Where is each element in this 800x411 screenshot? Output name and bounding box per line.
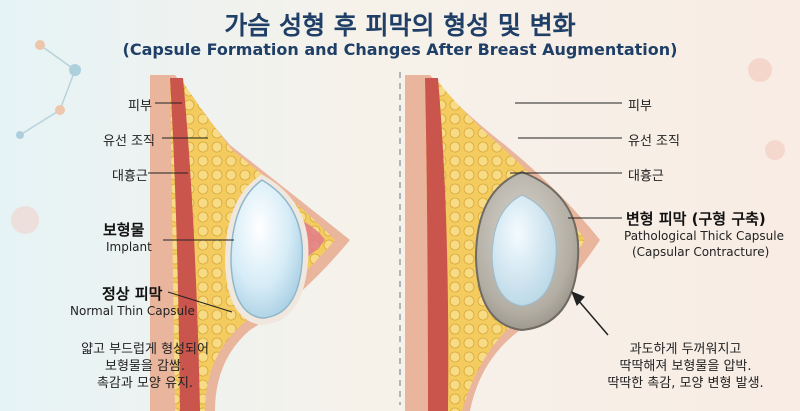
right-label-gland: 유선 조직 (628, 134, 680, 149)
right-note-line-1: 과도하게 두꺼워지고 (629, 342, 742, 357)
left-label-skin: 피부 (128, 99, 152, 114)
right-note: 과도하게 두꺼워지고 딱딱해져 보형물을 압박. 딱딱한 촉감, 모양 변형 발… (578, 341, 793, 392)
left-label-capsule-ko: 정상 피막 (102, 285, 163, 303)
left-note-line-2: 보형물을 감쌈. (104, 359, 186, 374)
left-note: 얇고 부드럽게 형성되어 보형물을 감쌈. 촉감과 모양 유지. (40, 341, 250, 392)
page-title: 가슴 성형 후 피막의 형성 및 변화 (224, 11, 576, 40)
left-label-implant-en: Implant (106, 240, 152, 254)
left-label-muscle: 대흉근 (112, 169, 148, 184)
right-note-line-3: 딱딱한 촉감, 모양 변형 발생. (607, 376, 764, 391)
left-label-implant-ko: 보형물 (103, 221, 145, 239)
page-subtitle: (Capsule Formation and Changes After Bre… (122, 40, 678, 59)
right-breast-cross-section (405, 75, 600, 411)
left-note-line-1: 얇고 부드럽게 형성되어 (81, 342, 209, 357)
left-leader-lines (148, 102, 234, 313)
right-label-capsule-en-2: (Capsular Contracture) (632, 245, 770, 259)
right-label-capsule-en-1: Pathological Thick Capsule (624, 229, 784, 243)
right-note-line-2: 딱딱해져 보형물을 압박. (619, 359, 752, 374)
left-label-capsule-en: Normal Thin Capsule (70, 304, 195, 318)
right-label-muscle: 대흉근 (628, 169, 664, 184)
molecule-decoration-left (11, 40, 785, 234)
left-note-line-3: 촉감과 모양 유지. (96, 376, 194, 391)
right-label-capsule-ko: 변형 피막 (구형 구축) (626, 210, 766, 228)
right-leader-lines (510, 102, 622, 336)
right-label-skin: 피부 (628, 99, 652, 114)
left-breast-cross-section (150, 75, 350, 411)
left-label-gland: 유선 조직 (103, 134, 155, 149)
